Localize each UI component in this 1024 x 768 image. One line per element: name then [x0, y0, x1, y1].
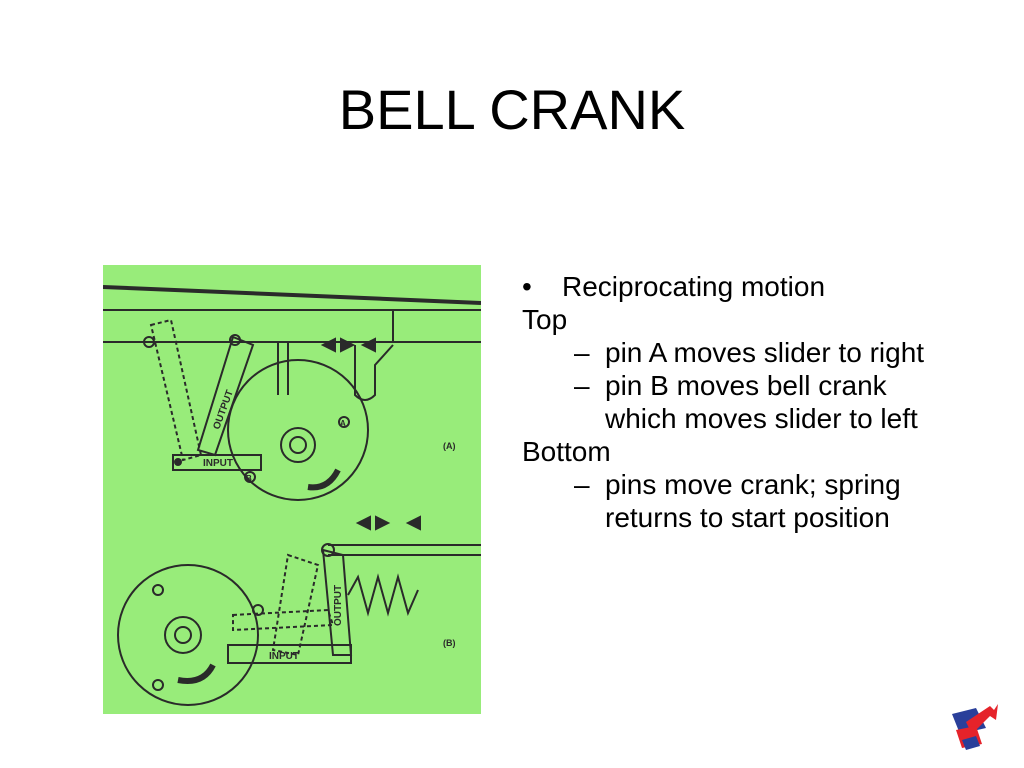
top-item-2: – pin B moves bell crank which moves sli…	[522, 369, 962, 435]
top-disc	[227, 359, 369, 501]
bottom-item-text: pins move crank; spring returns to start…	[605, 469, 901, 533]
bottom-input-label: INPUT	[269, 651, 299, 662]
bottom-output-label: OUTPUT	[333, 585, 344, 626]
dash-glyph: –	[574, 370, 590, 401]
bullet-text: Reciprocating motion	[562, 271, 826, 302]
bell-crank-diagram: OUTPUT INPUT OUTPUT INPUT (A) (B) A B	[103, 285, 481, 706]
spring	[347, 573, 419, 617]
top-heading: Top	[522, 304, 568, 335]
pin-a	[338, 416, 350, 428]
direction-arrows	[320, 337, 356, 353]
bell-crank-figure: OUTPUT INPUT OUTPUT INPUT (A) (B) A B	[103, 265, 481, 714]
top-item-1: – pin A moves slider to right	[522, 336, 962, 369]
bullet-item: • Reciprocating motion	[522, 270, 962, 303]
bottom-input-lever	[227, 644, 352, 664]
dash-glyph: –	[574, 337, 590, 368]
top-rail	[103, 285, 481, 305]
pin-b-label: B	[246, 474, 252, 483]
pin-b	[244, 471, 256, 483]
top-item-text: pin B moves bell crank which moves slide…	[605, 370, 918, 434]
dash-glyph: –	[574, 469, 590, 500]
slide-title: BELL CRANK	[338, 78, 686, 141]
bottom-disc	[117, 564, 259, 706]
top-input-label: INPUT	[203, 458, 233, 469]
panel-a-label: (A)	[443, 441, 456, 451]
slider-post	[277, 342, 289, 395]
rotation-arrow	[307, 468, 341, 491]
bottom-slider-rod	[328, 544, 481, 556]
bullet-glyph: •	[522, 271, 532, 302]
top-input-lever	[172, 454, 262, 471]
slide-body: • Reciprocating motion Top – pin A moves…	[522, 270, 962, 534]
top-slider-bar	[103, 309, 481, 343]
pin-a-label: A	[340, 419, 346, 428]
top-item-text: pin A moves slider to right	[605, 337, 925, 368]
logo-icon	[946, 700, 1000, 757]
bottom-heading: Bottom	[522, 436, 611, 467]
top-disc-hub	[280, 427, 316, 463]
slider-post	[354, 344, 394, 401]
bottom-disc-hub	[164, 616, 202, 654]
bottom-item-1: – pins move crank; spring returns to sta…	[522, 468, 962, 534]
panel-b-label: (B)	[443, 638, 456, 648]
